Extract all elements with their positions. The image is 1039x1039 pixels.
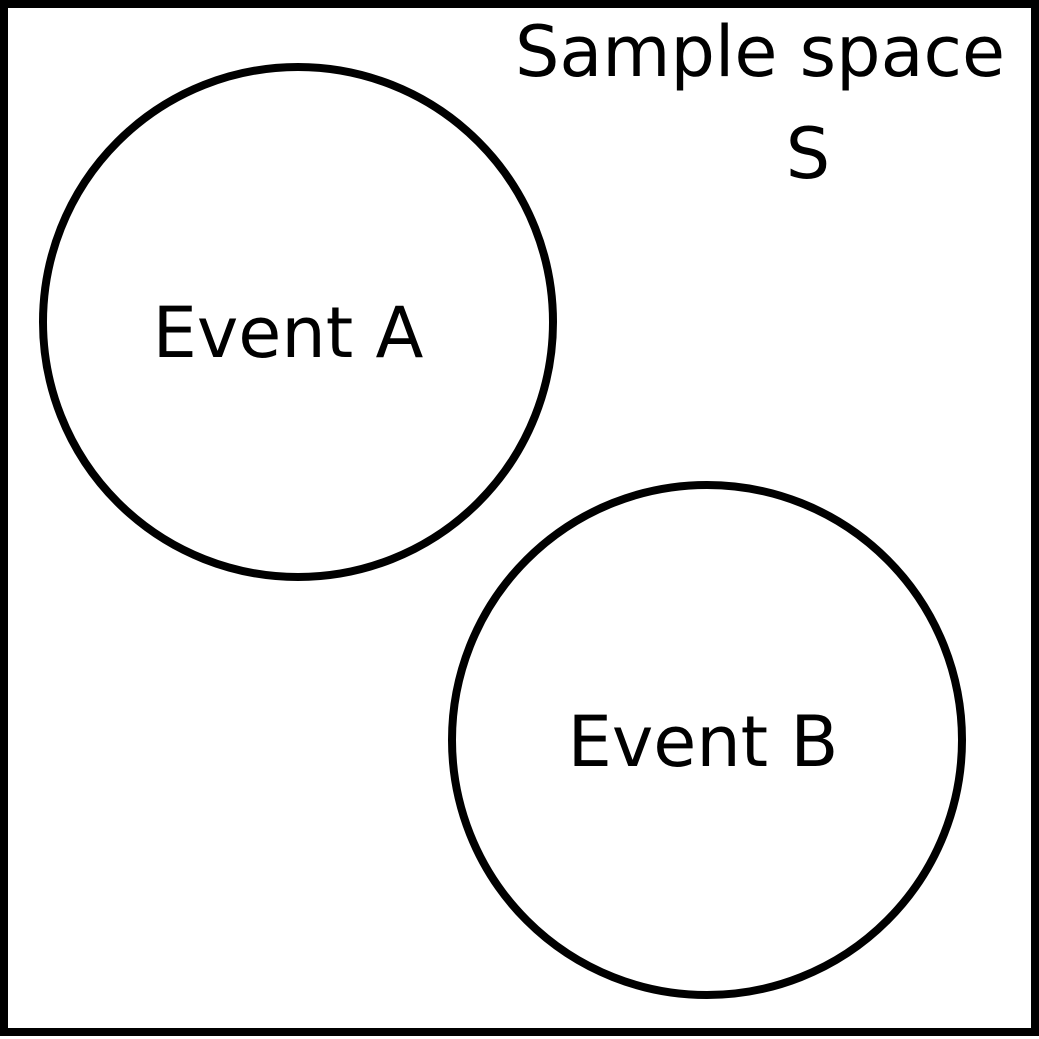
event-a-label: Event A <box>153 292 424 374</box>
sample-space-symbol: S <box>786 113 830 195</box>
event-b-label: Event B <box>568 701 839 783</box>
event-a-circle <box>39 63 557 581</box>
sample-space-label: Sample space <box>515 11 1005 93</box>
event-b-circle <box>448 481 966 999</box>
